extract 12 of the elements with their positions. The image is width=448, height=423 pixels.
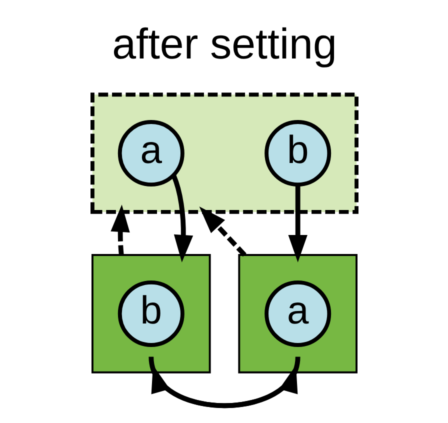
node-circle: a: [264, 280, 331, 347]
diagram-title: after setting: [112, 20, 336, 69]
node-circle: b: [117, 280, 184, 347]
arrow: [171, 174, 193, 262]
cluster: [238, 254, 357, 374]
cluster: [90, 92, 358, 214]
arrow: [198, 206, 246, 257]
arrow: [288, 184, 307, 262]
cluster: [91, 254, 210, 374]
arrow: [110, 204, 130, 256]
node-circle: a: [117, 120, 184, 187]
node-circle: b: [264, 120, 331, 187]
